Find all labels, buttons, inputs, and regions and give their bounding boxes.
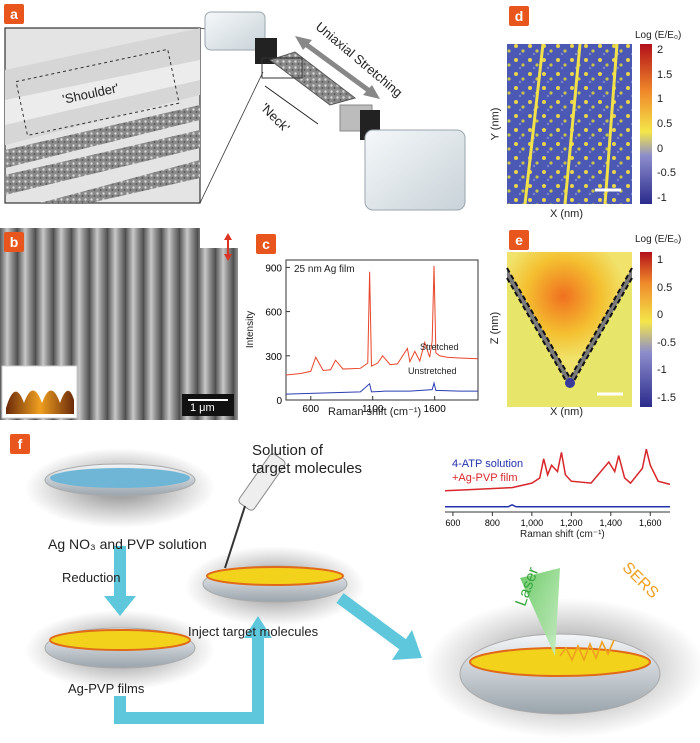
f-ag-solution: Ag NO₃ and PVP solution <box>48 536 207 552</box>
laser-beam <box>520 568 560 656</box>
c-label-unstretched: Unstretched <box>408 366 457 376</box>
panel-e: e Log (E/E₀) 1 0.5 0 -0.5 -1 -1.5 Z (nm)… <box>485 228 700 420</box>
panel-a: a <box>0 0 490 225</box>
c-xtick-label: 1100 <box>362 404 384 415</box>
e-cbtick: 0 <box>657 309 664 322</box>
panel-label-b: b <box>4 232 24 252</box>
e-ylabel: Z (nm) <box>489 311 502 345</box>
d-cbtick: -0.5 <box>657 167 676 180</box>
panel-f: f Ag NO₃ and PVP solution Reduction Ag-P… <box>0 428 700 743</box>
c-xlabel: Raman shift (cm⁻¹) <box>328 406 422 418</box>
e-colorbar-title: Log (E/E₀) <box>635 234 682 245</box>
d-xlabel: X (nm) <box>550 208 583 220</box>
d-colorbar <box>640 44 652 204</box>
d-cbtick: 0 <box>657 142 664 155</box>
f-legend-atp: 4-ATP solution <box>452 458 524 470</box>
panel-c: c 0 300 600 900 600 1100 1600 25 nm Ag film St… <box>238 228 488 420</box>
clamp-left <box>204 11 266 51</box>
f-series-line-1 <box>444 449 671 492</box>
d-cbtick: -1 <box>657 191 667 204</box>
dish-solution <box>25 448 215 528</box>
f-solution-target: Solution of target molecules <box>252 442 363 477</box>
f-legend-agpvp: +Ag-PVP film <box>452 472 518 484</box>
clamp-right <box>364 129 466 211</box>
c-raman-chart: 0 300 600 900 600 1100 1600 <box>265 259 479 415</box>
f-inject: Inject target molecules <box>188 624 319 639</box>
c-series-line-0 <box>285 265 479 376</box>
c-series-line-1 <box>285 381 478 395</box>
c-ylabel: Intensity <box>245 310 257 349</box>
d-field-map <box>507 43 652 205</box>
syringe <box>224 453 286 569</box>
f-reduction: Reduction <box>62 570 121 585</box>
f-xtick-label: 1,400 <box>600 518 623 528</box>
d-cbtick: 2 <box>657 44 664 56</box>
f-xtick-label: 1,600 <box>639 518 662 528</box>
panel-label-f: f <box>10 434 30 454</box>
c-annotation: 25 nm Ag film <box>294 264 355 275</box>
e-field-map <box>506 252 652 407</box>
d-ylabel: Y (nm) <box>489 107 502 141</box>
f-xtick-label: 1,000 <box>521 518 544 528</box>
d-cbtick: 1 <box>657 93 664 106</box>
f-films: Ag-PVP films <box>68 681 145 696</box>
f-xtick-label: 1,200 <box>560 518 583 528</box>
panel-label-c: c <box>256 234 276 254</box>
e-xlabel: X (nm) <box>550 406 583 418</box>
f-raman-chart: 600 800 1,000 1,200 1,400 1,600 <box>444 449 671 528</box>
d-cbtick: 1.5 <box>657 68 673 81</box>
f-xtick-label: 600 <box>445 518 460 528</box>
e-cbtick: -0.5 <box>657 336 676 349</box>
stretch-arrow <box>298 37 377 98</box>
f-xlabel: Raman shift (cm⁻¹) <box>520 529 605 540</box>
c-xtick-label: 600 <box>302 404 319 415</box>
panel-label-e: e <box>509 230 529 250</box>
panel-label-a: a <box>4 4 24 24</box>
e-colorbar <box>640 252 652 407</box>
e-cbticks: 1 0.5 0 -0.5 -1 -1.5 <box>657 254 693 404</box>
c-ytick-label: 900 <box>265 263 282 274</box>
neck-box <box>261 57 303 79</box>
dish-inject <box>185 546 365 626</box>
d-colorbar-title: Log (E/E₀) <box>635 30 682 41</box>
c-ytick-label: 600 <box>265 308 282 319</box>
f-series-line-0 <box>445 504 670 508</box>
b-scale-label: 1 μm <box>190 402 215 414</box>
e-cbtick: -1.5 <box>657 391 676 404</box>
panel-a-illustration <box>4 11 466 211</box>
e-cbtick: 0.5 <box>657 281 673 294</box>
c-xtick-label: 1600 <box>424 404 447 415</box>
dish-sers <box>425 598 700 738</box>
ridges-inset <box>5 105 200 203</box>
panel-b: b 1 μm <box>0 228 238 420</box>
b-sem-image <box>0 228 238 420</box>
d-cbtick: 0.5 <box>657 117 673 130</box>
c-ytick-label: 0 <box>276 396 282 407</box>
d-cbticks: 2 1.5 1 0.5 0 -0.5 -1 <box>657 44 687 204</box>
sers-wave <box>559 639 615 663</box>
dish-film <box>25 610 215 690</box>
e-cbtick: -1 <box>657 364 667 377</box>
e-cbtick: 1 <box>657 254 664 266</box>
f-process-diagram <box>25 448 700 738</box>
c-label-stretched: Stretched <box>420 342 459 352</box>
f-xtick-label: 800 <box>485 518 500 528</box>
panel-d: d Log (E/E₀) 2 1.5 1 0.5 0 -0.5 <box>485 0 700 225</box>
panel-label-d: d <box>509 6 529 26</box>
c-ytick-label: 300 <box>265 352 282 363</box>
